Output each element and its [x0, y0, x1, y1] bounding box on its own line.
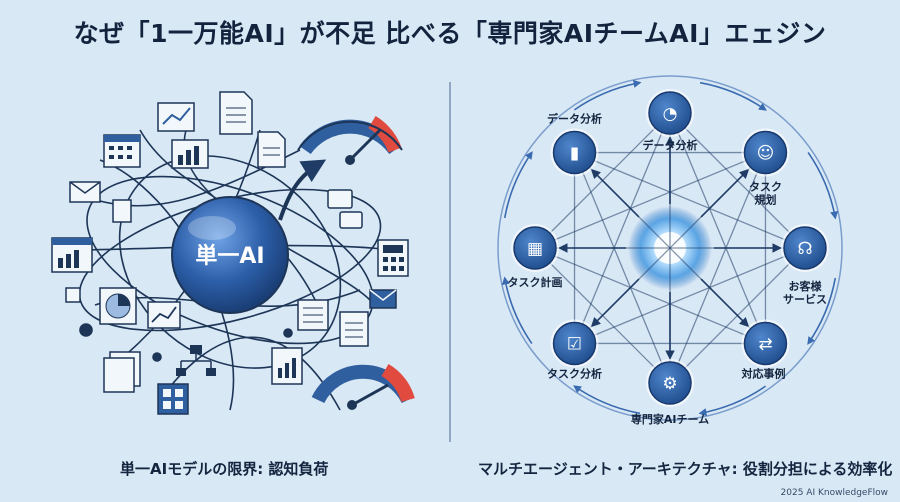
pie-icon: [99, 287, 137, 325]
calculator-icon: [157, 383, 189, 415]
ring-arrow: [501, 276, 533, 345]
single-ai-label: 単一AI: [195, 243, 264, 269]
envelope-icon: [369, 289, 397, 309]
agent-node-label: データ分析: [643, 138, 698, 152]
doc-bars-icon: [271, 347, 303, 385]
gauge-top-icon: [297, 116, 403, 165]
stacked-docs-icon: [103, 351, 141, 393]
ring-arrow: [699, 81, 767, 111]
hub-spoke-arrow: [590, 168, 640, 218]
checklist-icon: [257, 131, 286, 168]
trend-icon: [147, 301, 181, 329]
agent-node-calendar-check-icon: ▦ タスク計画: [508, 224, 563, 289]
load-arrow: [278, 159, 327, 221]
network-edge: [534, 151, 766, 249]
hub-spokes: [558, 136, 782, 360]
agent-node-label: お客様: [789, 279, 823, 293]
network-edge: [573, 152, 671, 384]
chat-icon: [327, 189, 363, 229]
hierarchy-icon: [176, 345, 216, 376]
agent-node-label: 規划: [754, 193, 776, 207]
calc-grid-icon: [377, 239, 409, 277]
mail-icon: [69, 181, 101, 203]
right-caption: マルチエージェント・アーキテクチャ: 役割分担による効率化: [478, 460, 893, 478]
agent-node-label: 専門家AIチーム: [631, 412, 709, 426]
panel-divider: [449, 82, 451, 442]
network-edge: [534, 247, 766, 345]
hub-spoke-arrow: [700, 278, 750, 328]
clipboard-icon: ☑: [567, 334, 582, 354]
headset-icon: ☊: [797, 239, 812, 259]
browser-icon: [51, 237, 93, 273]
page-title: なぜ「1一万能AI」が不足 比べる「専門家AIチームAI」エェジン: [73, 19, 827, 48]
left-caption: 単一AIモデルの限界: 認知負荷: [120, 460, 329, 478]
single-ai-panel: 単一AI: [51, 91, 415, 415]
agent-node-gear-icon: ⚙ 専門家AIチーム: [631, 359, 709, 426]
ring-arrow: [807, 151, 839, 220]
agent-node-flow-icon: ⇄ 対応事例: [740, 319, 790, 380]
network-edge: [573, 112, 671, 344]
network-edge: [669, 152, 767, 384]
network-edge: [574, 247, 806, 345]
agent-node-clipboard-icon: ☑ タスク分析: [547, 319, 602, 380]
gauge-bottom-icon: [311, 363, 415, 410]
agent-node-label: タスク分析: [547, 366, 602, 380]
agent-node-label: タスク: [749, 181, 782, 194]
ring-arrow: [503, 151, 533, 219]
bar-chart-icon: [171, 139, 209, 169]
hub-spoke-arrow: [590, 278, 640, 328]
network-edge: [574, 151, 806, 249]
line-chart-icon: [157, 102, 195, 132]
ring-arrow: [573, 385, 641, 415]
agent-node-label: サービス: [783, 292, 827, 306]
agent-node-label: 対応事例: [740, 366, 785, 380]
agent-node-pie-chart-icon: ◔ データ分析: [643, 89, 698, 152]
footer-credit: 2025 AI KnowledgeFlow: [780, 488, 888, 498]
ring-arrows: [501, 79, 839, 417]
bar-chart-icon: ▮: [570, 144, 579, 164]
ring-arrow: [807, 277, 837, 345]
pie-chart-icon: ◔: [663, 104, 678, 124]
doc-icon: [219, 91, 253, 135]
form-icon: [297, 299, 329, 331]
network-edge: [669, 112, 767, 344]
gear-icon: ⚙: [662, 374, 677, 394]
note-icon: [112, 199, 132, 223]
copy-icon: [65, 287, 81, 303]
hub-spoke-arrow: [700, 168, 750, 218]
clipboard-icon: [339, 311, 369, 347]
agent-node-label: タスク計画: [508, 275, 563, 289]
agent-node-bar-chart-icon: ▮ データ分析: [547, 112, 602, 177]
single-ai-sphere: [171, 196, 289, 314]
calendar-icon: [103, 134, 141, 168]
ring-arrow: [573, 79, 642, 111]
flow-icon: ⇄: [758, 334, 772, 354]
agent-node-label: データ分析: [547, 112, 602, 126]
ring-arrow: [698, 385, 767, 417]
calendar-check-icon: ▦: [527, 239, 543, 259]
user-settings-icon: ☺: [757, 144, 775, 164]
